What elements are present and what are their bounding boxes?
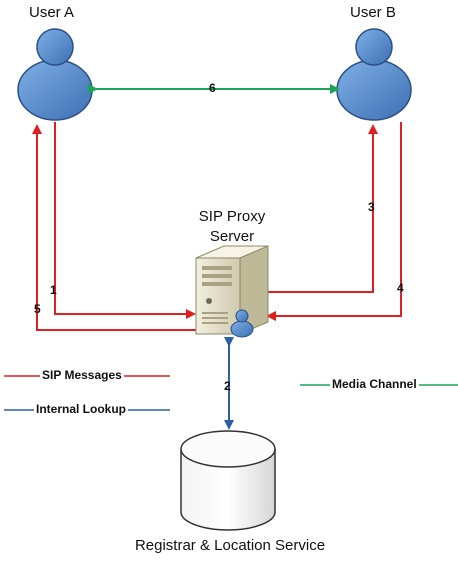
user-a-label: User A bbox=[29, 4, 75, 21]
registrar-label: Registrar & Location Service bbox=[134, 537, 326, 554]
step-4-label: 4 bbox=[397, 281, 404, 295]
step-3-label: 3 bbox=[368, 200, 375, 214]
sip-arrow-4 bbox=[266, 122, 402, 321]
step-5-label: 5 bbox=[34, 302, 41, 316]
registrar-database-icon bbox=[180, 430, 276, 531]
sip-arrow-1 bbox=[54, 122, 196, 319]
legend-media-label: Media Channel bbox=[330, 377, 419, 391]
sip-arrow-5 bbox=[32, 124, 230, 331]
user-b-icon bbox=[336, 28, 412, 121]
sip-arrow-3 bbox=[262, 124, 378, 293]
user-b-label: User B bbox=[350, 4, 396, 21]
proxy-label-line2: Server bbox=[209, 228, 255, 245]
user-a-icon bbox=[17, 28, 93, 121]
proxy-user-icon bbox=[230, 309, 254, 338]
legend-sip-label: SIP Messages bbox=[40, 368, 124, 382]
step-1-label: 1 bbox=[50, 283, 57, 297]
legend-lookup-label: Internal Lookup bbox=[34, 402, 128, 416]
proxy-server-icon bbox=[195, 245, 269, 335]
proxy-label-line1: SIP Proxy bbox=[198, 208, 266, 225]
step-6-label: 6 bbox=[209, 81, 216, 95]
step-2-label: 2 bbox=[224, 379, 231, 393]
